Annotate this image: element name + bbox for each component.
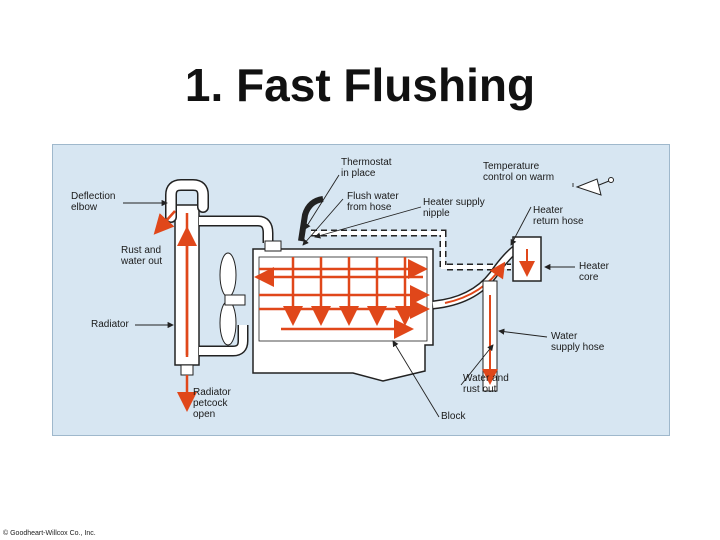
label-temperature-control: Temperature control on warm (483, 161, 555, 183)
flow-arrows (153, 210, 430, 355)
heater-core (512, 236, 542, 282)
label-radiator: Radiator (91, 319, 129, 330)
leader-lines (123, 174, 575, 418)
label-rust-water-out: Rust and water out (121, 245, 163, 267)
radiator-petcock (177, 364, 197, 412)
label-radiator-petcock: Radiator petcock open (193, 387, 231, 420)
label-deflection-elbow: Deflection elbow (71, 191, 116, 213)
label-heater-core: Heater core (579, 261, 610, 283)
diagram-artwork (123, 174, 614, 418)
label-water-supply-hose: Water supply hose (551, 331, 605, 353)
label-flush-water: Flush water from hose (347, 191, 399, 213)
label-block: Block (441, 411, 466, 422)
slide-title: 1. Fast Flushing (184, 59, 536, 111)
label-water-rust-out: Water and rust out (463, 373, 509, 395)
label-thermostat: Thermostat in place (341, 157, 392, 179)
water-supply-hose (482, 280, 498, 392)
temperature-control-valve (575, 177, 614, 196)
fan (219, 252, 246, 346)
deflection-elbow (165, 179, 209, 223)
thermostat (264, 240, 282, 252)
flush-hose (298, 196, 324, 242)
cooling-system-diagram: Deflection elbow Rust and water out Radi… (52, 144, 670, 436)
copyright-notice: © Goodheart-Willcox Co., Inc. (3, 530, 96, 537)
label-heater-return-hose: Heater return hose (533, 205, 584, 227)
label-heater-supply-nipple: Heater supply nipple (423, 197, 485, 219)
